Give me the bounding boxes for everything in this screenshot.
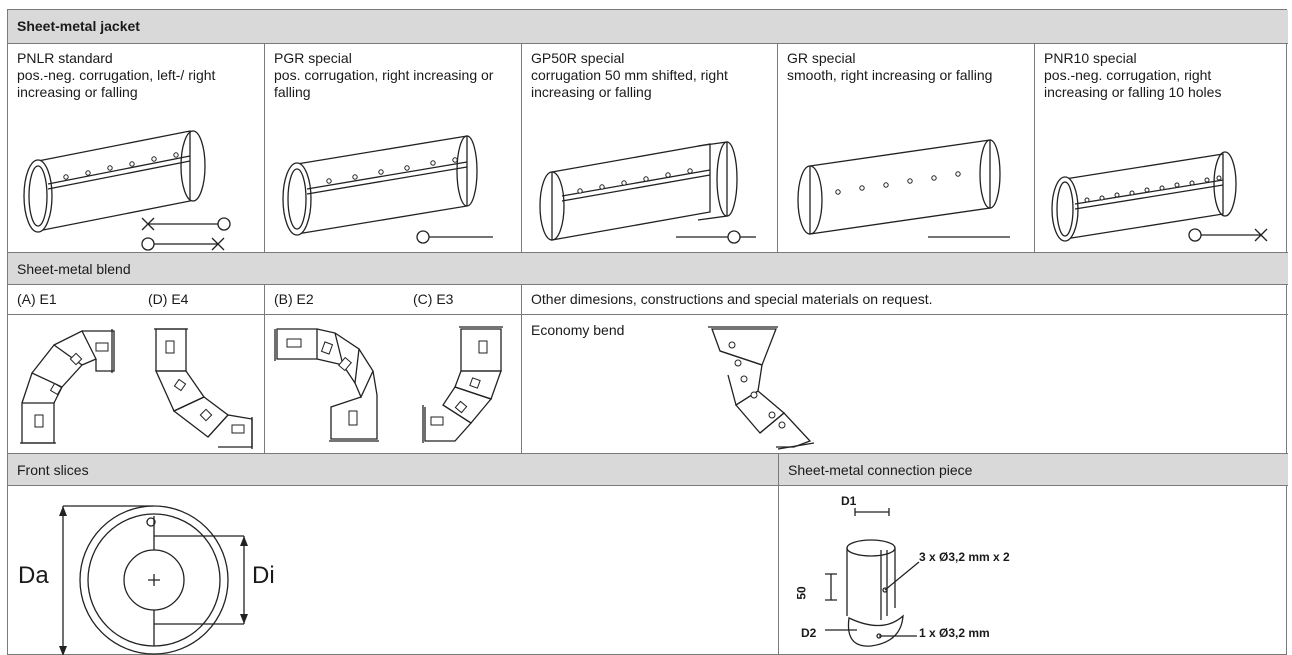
type-desc: pos. corrugation, right increasing or fa…: [274, 67, 494, 100]
type-desc: pos.-neg. corrugation, left-/ right incr…: [17, 67, 216, 100]
pgr-jacket-drawing: [282, 135, 493, 244]
blend-labels-a-d: (A) E1 (D) E4: [8, 285, 265, 315]
type-title: PGR special: [274, 50, 352, 66]
pnlr-jacket-drawing: [23, 130, 231, 251]
economy-bend-cell: Economy bend: [522, 315, 1288, 454]
blend-note: Other dimesions, constructions and speci…: [531, 291, 933, 307]
front-slices-header: Front slices: [8, 454, 779, 486]
label-holes-1: 3 x Ø3,2 mm x 2: [919, 550, 1010, 564]
blend-label-b: (B) E2: [274, 291, 314, 307]
label-holes-2: 1 x Ø3,2 mm: [919, 626, 990, 640]
label-d2: D2: [801, 626, 817, 640]
type-desc: smooth, right increasing or falling: [787, 67, 993, 83]
blend-label-d: (D) E4: [148, 291, 189, 307]
blend-header: Sheet-metal blend: [8, 253, 1288, 285]
blend-label-c: (C) E3: [413, 291, 454, 307]
type-title: GP50R special: [531, 50, 625, 66]
blend-labels-b-c: (B) E2 (C) E3: [265, 285, 522, 315]
type-desc: corrugation 50 mm shifted, right increas…: [531, 67, 728, 100]
connection-piece-header: Sheet-metal connection piece: [779, 454, 1288, 486]
type-desc: pos.-neg. corrugation, right increasing …: [1044, 67, 1222, 100]
blend-note-cell: Other dimesions, constructions and speci…: [522, 285, 1288, 315]
connection-piece-drawing: [825, 508, 920, 647]
type-title: PNLR standard: [17, 50, 113, 66]
label-di: Di: [252, 562, 275, 589]
bend-e2-e3-drawing: [274, 326, 503, 443]
gp50r-jacket-drawing: [539, 141, 756, 244]
type-title: PNR10 special: [1044, 50, 1137, 66]
front-slices-drawing-cell: Da Di: [8, 486, 779, 655]
pnr10-jacket-drawing: [1051, 151, 1268, 242]
jacket-header: Sheet-metal jacket: [8, 10, 1288, 44]
type-title: GR special: [787, 50, 856, 66]
gr-jacket-drawing: [797, 139, 1010, 238]
label-da: Da: [18, 562, 49, 589]
label-d1: D1: [841, 494, 857, 508]
bend-e1-e4-drawing: [20, 328, 253, 449]
blend-drawings-b-c: [265, 315, 522, 454]
front-slice-drawing: [59, 505, 248, 655]
economy-bend-drawing: [708, 326, 815, 450]
blend-drawings-a-d: [8, 315, 265, 454]
economy-bend-label: Economy bend: [531, 322, 625, 338]
blend-label-a: (A) E1: [17, 291, 57, 307]
connection-piece-drawing-cell: D1 3 x Ø3,2 mm x 2 50 D2 1 x Ø3,2 mm: [779, 486, 1288, 655]
